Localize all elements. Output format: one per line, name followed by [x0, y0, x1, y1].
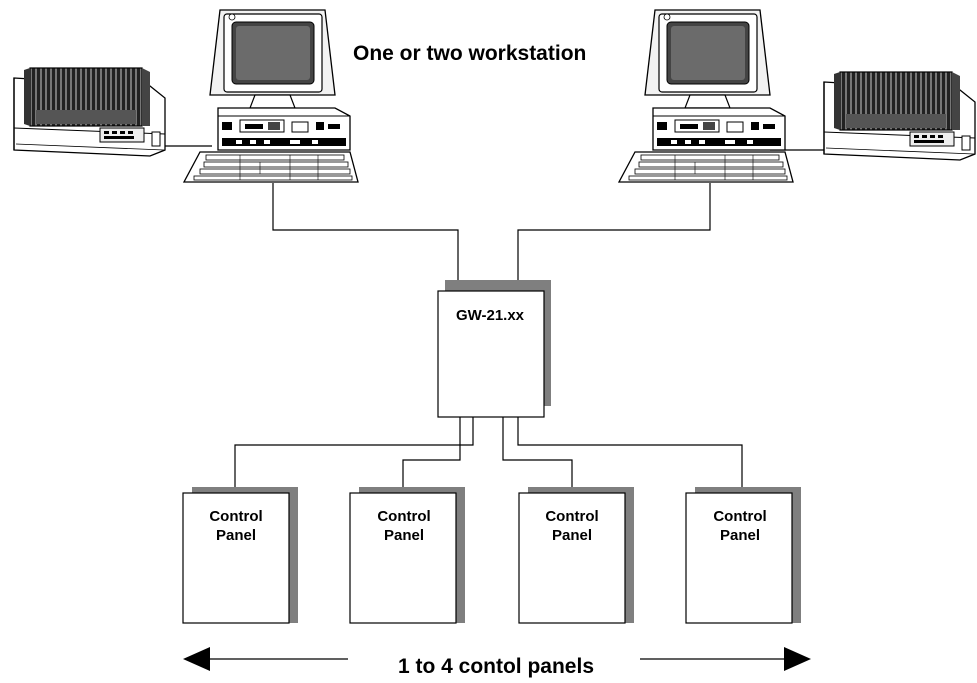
control-panel-label-line1: Control [545, 508, 598, 525]
right-computer-icon [618, 9, 794, 183]
panel-link-4 [517, 417, 743, 488]
control-panel-2: Control Panel [349, 487, 465, 624]
control-panel-label-line1: Control [209, 508, 262, 525]
control-panel-label-line2: Panel [216, 527, 256, 544]
control-panel-4: Control Panel [685, 487, 801, 624]
left-printer-icon [13, 67, 166, 157]
panel-link-1 [234, 417, 474, 488]
control-panel-label-line2: Panel [384, 527, 424, 544]
left-computer-icon [183, 9, 359, 183]
left-workstation-link [272, 183, 459, 290]
control-panel-label-line1: Control [713, 508, 766, 525]
right-workstation-link [517, 183, 711, 290]
right-arrow [640, 647, 811, 671]
panel-link-3 [502, 417, 573, 488]
control-panel-label-line1: Control [377, 508, 430, 525]
right-printer-icon [823, 71, 976, 161]
left-arrow [183, 647, 348, 671]
control-panel-label-line2: Panel [720, 527, 760, 544]
gateway-label: GW-21.xx [456, 307, 525, 324]
footer-label: 1 to 4 contol panels [398, 655, 594, 678]
gateway-box: GW-21.xx [437, 280, 551, 418]
panel-link-2 [402, 417, 461, 488]
diagram-title: One or two workstation [353, 42, 586, 65]
control-panel-1: Control Panel [182, 487, 298, 624]
control-panel-3: Control Panel [518, 487, 634, 624]
control-panel-label-line2: Panel [552, 527, 592, 544]
